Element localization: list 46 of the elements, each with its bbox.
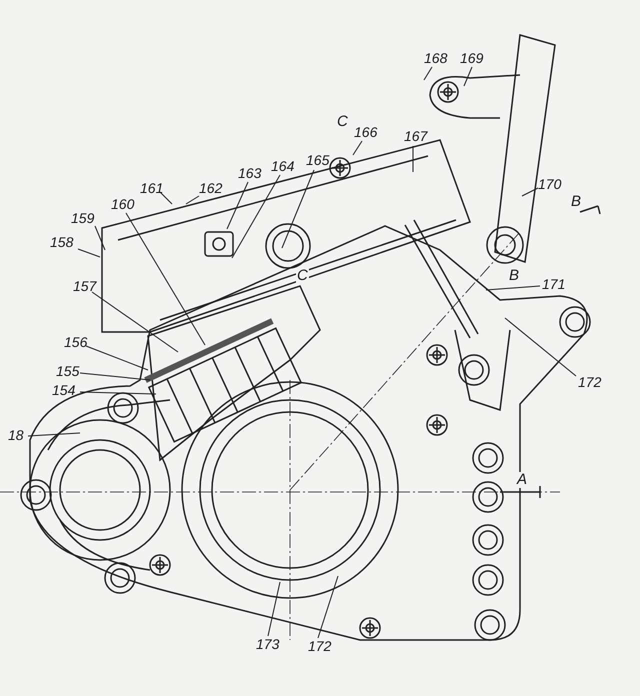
callout-number: 167 — [404, 128, 428, 144]
callout-number: 172 — [578, 374, 602, 390]
callout-number: 171 — [542, 276, 566, 292]
callout-number: 165 — [306, 152, 330, 168]
leader-line — [80, 392, 156, 394]
callout-number: 169 — [460, 50, 484, 66]
callout-number: 173 — [256, 636, 280, 652]
leader-line — [28, 432, 80, 436]
leader-line — [522, 188, 538, 196]
leader-line — [92, 292, 178, 352]
leader-line — [282, 170, 314, 248]
callout-number: 155 — [56, 363, 80, 379]
leader-line — [86, 346, 148, 370]
callout-number: 161 — [140, 180, 164, 196]
callout-number: 158 — [50, 234, 74, 250]
section-label: А — [516, 472, 528, 488]
leader-line — [160, 192, 172, 204]
leader-line — [186, 196, 200, 204]
leader-line — [486, 286, 540, 290]
leader-line — [424, 66, 432, 80]
leader-line — [94, 226, 106, 250]
section-label: С — [296, 268, 309, 284]
callout-number: 164 — [271, 158, 294, 174]
callout-number: 170 — [538, 176, 562, 192]
leader-line — [464, 66, 472, 86]
callout-number: 162 — [199, 180, 222, 196]
callout-number: 168 — [424, 50, 448, 66]
callout-number: 156 — [64, 334, 88, 350]
callout-number: 163 — [238, 165, 262, 181]
callout-number: 166 — [354, 124, 378, 140]
leader-line — [412, 146, 414, 172]
callout-number: 154 — [52, 382, 76, 398]
leader-line — [318, 576, 338, 638]
leader-line — [80, 372, 150, 380]
leader-line — [78, 248, 100, 258]
leader-line — [352, 140, 362, 156]
leader-line — [232, 174, 280, 258]
callout-number: 172 — [308, 638, 332, 654]
leader-line — [226, 182, 248, 230]
callout-number: 157 — [73, 278, 96, 294]
callout-number: 18 — [8, 427, 24, 443]
callout-number: 159 — [71, 210, 94, 226]
leader-line — [268, 582, 280, 636]
leader-line — [504, 318, 576, 376]
leader-line — [126, 212, 206, 346]
callout-number: 160 — [111, 196, 134, 212]
